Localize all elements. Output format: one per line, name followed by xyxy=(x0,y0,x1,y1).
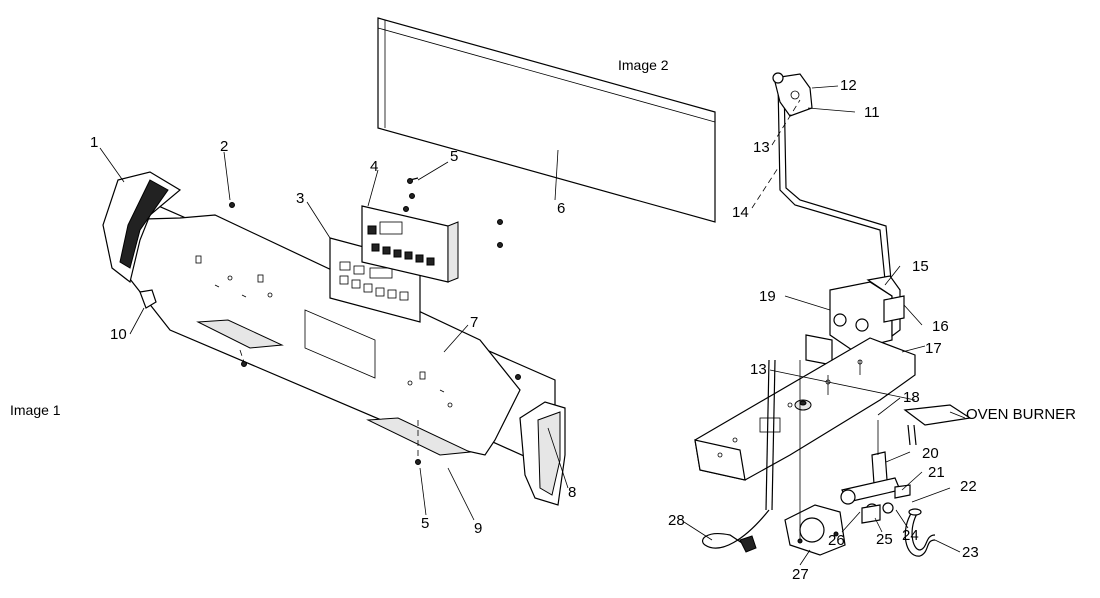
screws xyxy=(229,177,521,465)
leader-lines-image-1 xyxy=(99,147,569,521)
callout-22: 22 xyxy=(960,478,977,495)
control-panel-part-7 xyxy=(109,189,556,471)
callout-20: 20 xyxy=(922,445,939,462)
regulator-part-19 xyxy=(805,275,901,366)
callout-23: 23 xyxy=(962,544,979,561)
gas-line-part-28 xyxy=(701,359,776,553)
oven-control-part-4 xyxy=(361,205,459,283)
callout-13-mid: 13 xyxy=(750,361,767,378)
image-1-title: Image 1 xyxy=(10,402,61,418)
end-cap-left-part-1 xyxy=(102,171,182,284)
trim-strip-part-6 xyxy=(377,17,716,223)
oven-burner-label: OVEN BURNER xyxy=(966,406,1077,423)
callout-27: 27 xyxy=(792,566,809,583)
callout-1: 1 xyxy=(90,134,99,151)
callout-8: 8 xyxy=(568,484,577,501)
bracket-part-16 xyxy=(883,295,905,323)
callout-9: 9 xyxy=(474,520,483,537)
callout-17: 17 xyxy=(925,340,942,357)
callout-11: 11 xyxy=(864,104,880,121)
callout-19: 19 xyxy=(759,288,776,305)
callout-5-bottom: 5 xyxy=(421,515,430,532)
callout-18: 18 xyxy=(903,389,920,406)
grommet-part-13 xyxy=(794,399,812,411)
hose-part-23 xyxy=(904,508,936,557)
callout-26: 26 xyxy=(828,532,845,549)
callout-14: 14 xyxy=(732,204,749,221)
callout-3: 3 xyxy=(296,190,305,207)
callout-7: 7 xyxy=(470,314,479,331)
leader-lines-image-2 xyxy=(683,85,966,566)
hidden-lines-image-2 xyxy=(799,360,879,540)
callout-2: 2 xyxy=(220,138,229,155)
callout-5-top: 5 xyxy=(450,148,459,165)
callout-15: 15 xyxy=(912,258,929,275)
callout-21: 21 xyxy=(928,464,945,481)
gas-tube-part-14 xyxy=(777,81,892,281)
oven-burner-bracket-part-18 xyxy=(903,404,972,446)
image-2-title: Image 2 xyxy=(618,57,669,73)
callout-12: 12 xyxy=(840,77,857,94)
clip-part-10 xyxy=(139,289,157,309)
callout-13-top: 13 xyxy=(753,139,770,156)
callout-24: 24 xyxy=(902,527,919,544)
callout-6: 6 xyxy=(557,200,566,217)
end-cap-right-part-8 xyxy=(519,401,566,506)
callout-10: 10 xyxy=(110,326,127,343)
bracket-part-20 xyxy=(871,451,888,485)
shield-part-9 xyxy=(196,319,472,456)
callout-25: 25 xyxy=(876,531,893,548)
manifold-fittings xyxy=(840,477,911,524)
callout-28: 28 xyxy=(668,512,685,529)
callout-16: 16 xyxy=(932,318,949,335)
callout-4: 4 xyxy=(370,158,379,175)
